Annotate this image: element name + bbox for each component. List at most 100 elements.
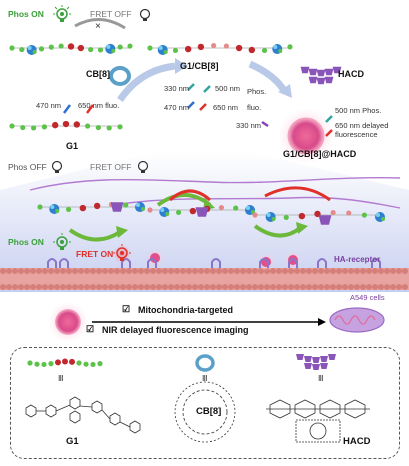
membrane-bead bbox=[168, 268, 174, 274]
membrane-bead bbox=[102, 268, 108, 274]
g1-excitation-label: 470 nm bbox=[36, 101, 62, 110]
fret-on-label: FRET ON bbox=[76, 249, 114, 259]
membrane-bead bbox=[150, 284, 156, 290]
membrane-bead bbox=[348, 268, 354, 274]
chain-bead bbox=[248, 46, 256, 54]
membrane-bead bbox=[180, 268, 186, 274]
equiv-cb8: Ⅲ bbox=[202, 374, 208, 383]
membrane-bead bbox=[216, 268, 222, 274]
membrane-bead bbox=[396, 284, 402, 290]
membrane-bead bbox=[108, 268, 114, 274]
membrane-bead bbox=[336, 268, 342, 274]
membrane-bead bbox=[402, 268, 408, 274]
chain-bead bbox=[330, 209, 336, 216]
membrane-bead bbox=[90, 268, 96, 274]
membrane-bead bbox=[222, 284, 228, 290]
chain-bead bbox=[9, 45, 15, 51]
legend-g1-label: G1 bbox=[66, 436, 79, 447]
chain-bead bbox=[97, 47, 104, 53]
membrane-bead bbox=[78, 284, 84, 290]
membrane-bead bbox=[96, 268, 102, 274]
cb8-ring-icon bbox=[109, 66, 131, 86]
membrane-bead bbox=[24, 268, 30, 274]
chain-bead bbox=[67, 43, 75, 50]
chain-bead bbox=[117, 124, 123, 130]
membrane-bead bbox=[294, 284, 300, 290]
membrane-bead bbox=[192, 284, 198, 290]
membrane-bead bbox=[258, 284, 264, 290]
membrane-bead bbox=[60, 268, 66, 274]
membrane-bead bbox=[18, 284, 24, 290]
mitochondrion bbox=[329, 307, 385, 333]
green-arrow bbox=[253, 224, 302, 238]
red-arrow bbox=[168, 189, 212, 202]
cyclodextrin-icon bbox=[195, 207, 209, 217]
chain-bead bbox=[73, 121, 81, 128]
membrane-bead bbox=[192, 268, 198, 274]
chain-bead bbox=[235, 44, 243, 52]
membrane-bead bbox=[24, 284, 30, 290]
chain-bead bbox=[298, 212, 306, 220]
chain-bead bbox=[79, 204, 87, 212]
membrane-bead bbox=[126, 268, 132, 274]
chain-bead bbox=[27, 360, 33, 366]
membrane-bead bbox=[228, 268, 234, 274]
membrane-bead bbox=[0, 284, 6, 290]
chain-bead bbox=[62, 120, 70, 128]
chain-bead bbox=[223, 43, 229, 49]
membrane-bead bbox=[138, 284, 144, 290]
chain-bead bbox=[90, 361, 96, 368]
membrane-bead bbox=[390, 284, 396, 290]
membrane-bead bbox=[252, 284, 258, 290]
chain-bead bbox=[127, 43, 133, 49]
membrane-bead bbox=[54, 268, 60, 274]
cyclodextrin-icon bbox=[316, 69, 326, 77]
top-arrow bbox=[74, 18, 126, 30]
membrane-bead bbox=[60, 284, 66, 290]
curved-arrow bbox=[117, 62, 176, 103]
membrane-bead bbox=[174, 268, 180, 274]
membrane-bead bbox=[6, 284, 12, 290]
chain-bead bbox=[41, 124, 48, 130]
chain-bead bbox=[9, 123, 15, 129]
membrane-bead bbox=[276, 284, 282, 290]
membrane-bead bbox=[348, 284, 354, 290]
cyclodextrin-icon bbox=[316, 77, 326, 85]
cyclodextrin-icon bbox=[304, 356, 312, 362]
membrane-bead bbox=[288, 284, 294, 290]
phos-on-mid-label: Phos ON bbox=[8, 237, 44, 247]
membrane-bead bbox=[36, 268, 42, 274]
membrane-bead bbox=[324, 284, 330, 290]
membrane-bead bbox=[126, 284, 132, 290]
membrane-bead bbox=[66, 284, 72, 290]
chain-bead bbox=[30, 125, 37, 131]
membrane-bead bbox=[390, 268, 396, 274]
chain-bead bbox=[197, 43, 205, 51]
cyclodextrin-icon bbox=[324, 76, 334, 84]
membrane-bead bbox=[6, 268, 12, 274]
membrane-bead bbox=[156, 268, 162, 274]
ha-receptor-label: HA-receptor bbox=[334, 255, 381, 264]
legend-hacd-label: HACD bbox=[343, 436, 371, 447]
chain-bead bbox=[41, 361, 47, 368]
membrane-bead bbox=[246, 268, 252, 274]
chain-bead bbox=[147, 207, 153, 213]
chain-bead bbox=[211, 42, 217, 49]
chain-bead bbox=[38, 46, 45, 52]
membrane-bead bbox=[12, 268, 18, 274]
chain-bead bbox=[48, 44, 54, 50]
chain-bead bbox=[218, 204, 225, 211]
cyclodextrin-icon bbox=[324, 68, 334, 76]
polymer-chain bbox=[252, 209, 385, 222]
membrane-bead bbox=[180, 284, 186, 290]
chain-bead bbox=[77, 44, 85, 52]
membrane-bead bbox=[120, 268, 126, 274]
membrane-bead bbox=[288, 268, 294, 274]
zoom-band bbox=[0, 152, 409, 292]
membrane-bead bbox=[228, 284, 234, 290]
membrane-bead bbox=[150, 268, 156, 274]
membrane-bead bbox=[342, 284, 348, 290]
equiv-g1: Ⅲ bbox=[58, 374, 64, 383]
red-arrow bbox=[264, 186, 331, 202]
membrane-bead bbox=[12, 284, 18, 290]
